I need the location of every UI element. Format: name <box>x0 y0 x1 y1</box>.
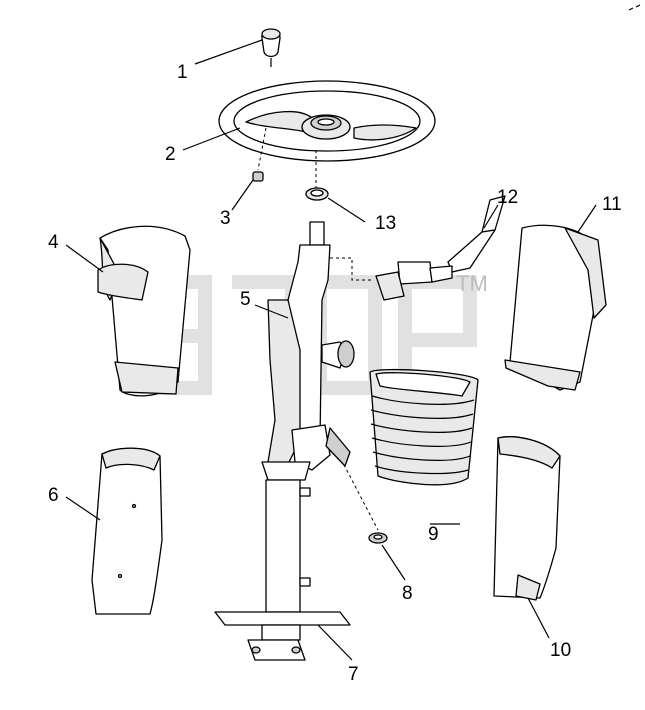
upper-cover-part <box>97 225 191 397</box>
corner-marks <box>628 4 641 11</box>
callout-5: 5 <box>240 289 251 310</box>
lower-cover-right-part <box>493 436 561 601</box>
callout-13: 13 <box>375 213 396 234</box>
leader-lines <box>65 39 597 661</box>
callout-1: 1 <box>177 62 188 83</box>
watermark-trademark: TM <box>456 271 488 296</box>
callout-8: 8 <box>402 583 413 604</box>
callout-11: 11 <box>602 194 622 215</box>
callout-3: 3 <box>220 208 231 229</box>
callout-10: 10 <box>550 640 571 661</box>
callout-12: 12 <box>497 187 518 208</box>
upper-cover-right-part <box>504 224 607 391</box>
callout-9: 9 <box>428 524 439 545</box>
steering-wheel-part <box>218 80 436 162</box>
ring-part <box>305 187 329 201</box>
knob-part <box>261 28 281 67</box>
bellows-boot-part <box>369 368 479 486</box>
switch-lever-part <box>375 195 506 301</box>
callout-numbers: 1 2 3 4 5 6 7 8 9 10 11 12 13 <box>48 62 622 685</box>
callout-2: 2 <box>165 144 176 165</box>
callout-4: 4 <box>48 232 59 253</box>
column-base-part <box>214 611 351 661</box>
lower-cover-left-part <box>91 447 163 615</box>
washer-part <box>368 532 388 544</box>
steering-column-part <box>261 221 355 613</box>
callout-6: 6 <box>48 485 59 506</box>
nut-part <box>252 171 264 182</box>
callout-7: 7 <box>348 664 359 685</box>
assembly-axes <box>257 127 379 531</box>
